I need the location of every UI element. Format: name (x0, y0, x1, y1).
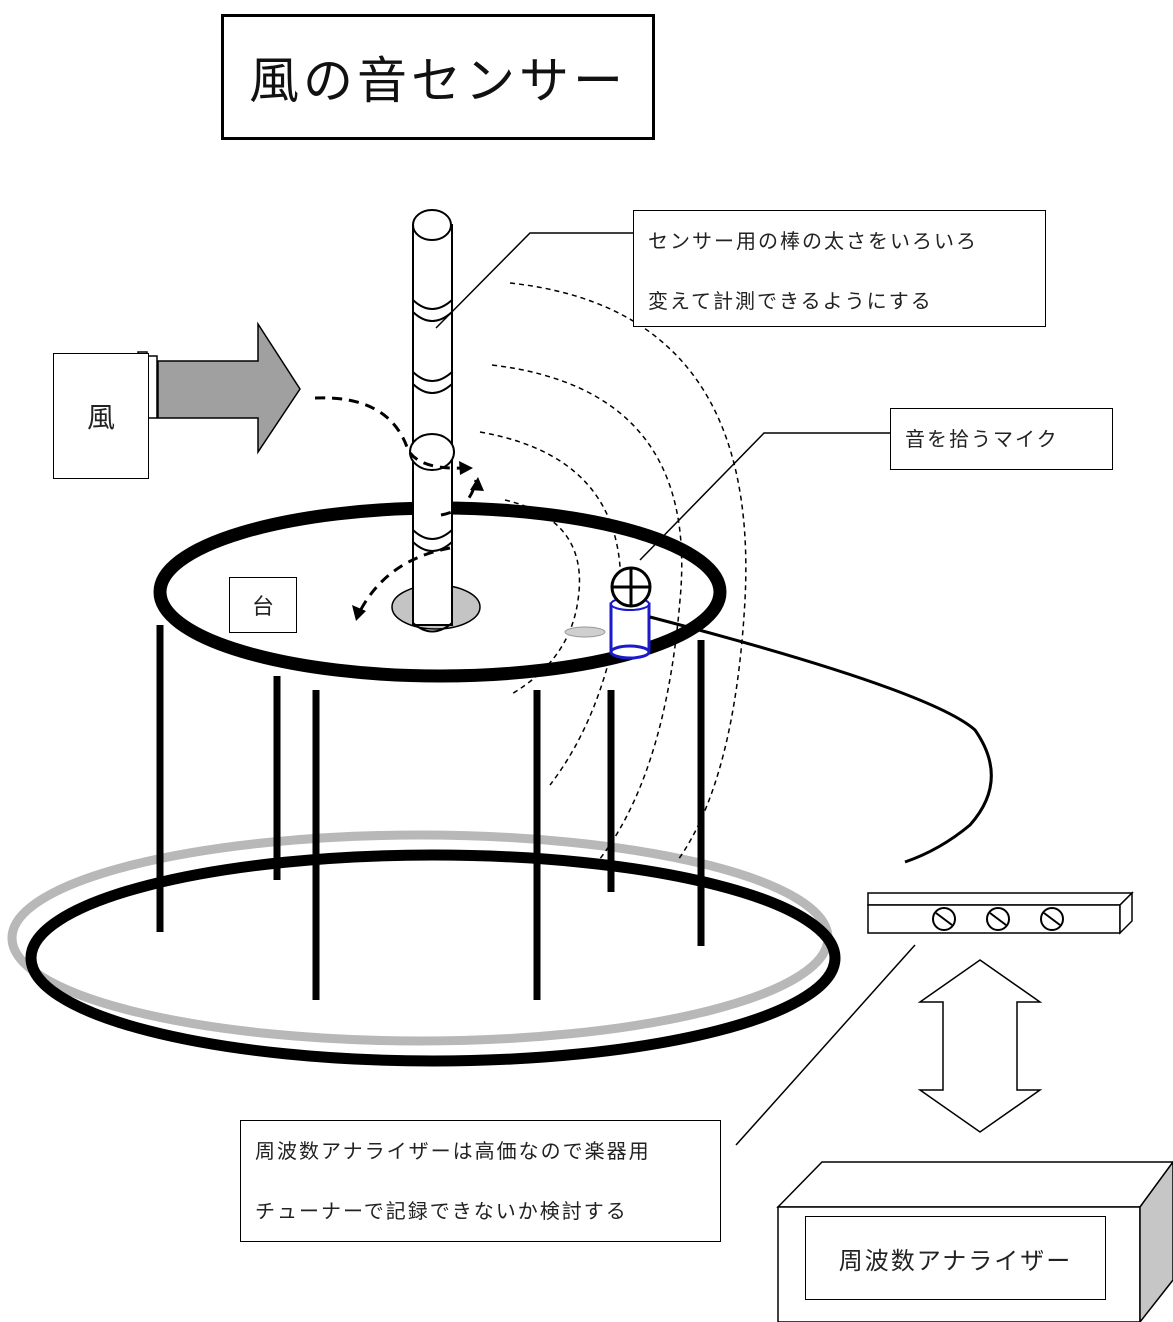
microphone-cable (649, 615, 993, 864)
microphone-note: 音を拾うマイク (890, 408, 1113, 470)
table-legs (156, 625, 705, 1000)
microphone-shadow (564, 626, 606, 638)
airflow-lines (314, 396, 478, 616)
microphone (609, 566, 652, 660)
rod-note-line-2: 変えて計測できるようにする (648, 289, 933, 313)
tuner-note-line-1: 周波数アナライザーは高価なので楽器用 (255, 1139, 651, 1163)
tuner-note: 周波数アナライザーは高価なので楽器用 チューナーで記録できないか検討する (240, 1120, 721, 1242)
sensor-rod (409, 209, 455, 633)
wind-arrow (157, 321, 301, 455)
diagram-title: 風の音センサー (221, 14, 655, 140)
frequency-analyzer-label: 周波数アナライザー (805, 1216, 1106, 1300)
rod-note: センサー用の棒の太さをいろいろ 変えて計測できるようにする (633, 210, 1046, 327)
airflow-arrowheads (352, 461, 484, 621)
connection-double-arrow (917, 959, 1043, 1133)
leader-lines (435, 232, 916, 1146)
tuner-knobs (932, 907, 1064, 931)
wind-fan-label: 風 (53, 353, 149, 479)
tuner-note-line-2: チューナーで記録できないか検討する (255, 1199, 628, 1223)
floor-ring-shadow (7, 830, 833, 1046)
table-label: 台 (229, 577, 297, 633)
floor-ring (25, 849, 841, 1067)
rod-note-line-1: センサー用の棒の太さをいろいろ (648, 229, 978, 253)
